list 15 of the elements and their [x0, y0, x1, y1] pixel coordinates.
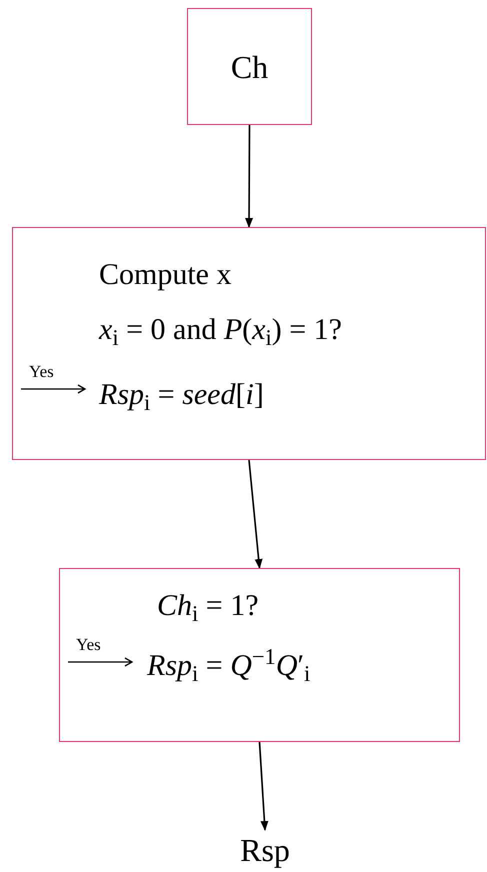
formula-text: x$_{i}$ = 0 and P(x$_{i}$) = 1?	[99, 315, 342, 345]
formula-text: Ch$_{i}$ = 1?	[157, 591, 259, 621]
arrow	[245, 125, 254, 228]
arrow	[248, 460, 263, 569]
yes-label: Yes	[29, 363, 54, 380]
formula-text: Rsp$_{i}$ = seed[i]	[99, 380, 264, 410]
yes-label: Yes	[76, 636, 101, 653]
process-box	[12, 227, 486, 460]
formula-text: Rsp$_{i}$ = Q$^{−1}$Q′$_{i}$	[147, 651, 310, 681]
node-label: Rsp	[239, 831, 291, 870]
formula-text: Compute x	[99, 260, 232, 290]
process-box	[59, 568, 460, 742]
arrow	[258, 742, 268, 831]
process-box	[187, 8, 312, 125]
node-label: Ch	[230, 48, 270, 86]
